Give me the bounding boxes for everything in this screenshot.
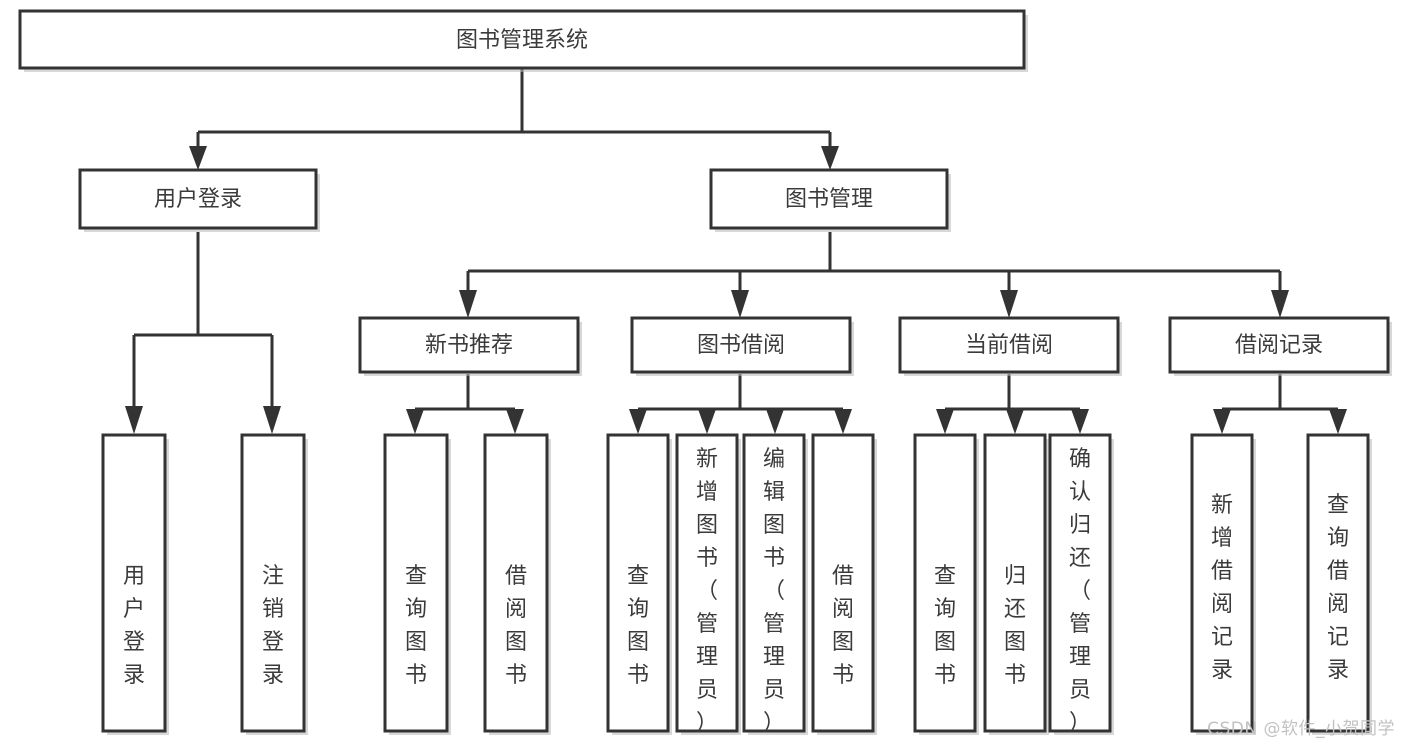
leaf-edit-book-admin-box: [742, 433, 806, 733]
arrow-leaf-confirm-return-admin: [1071, 409, 1089, 434]
node-book-borrow-box: [630, 316, 852, 374]
arrow-leaf-user-login: [125, 406, 143, 434]
leaf-add-book-admin[interactable]: 新增图书（管理员）: [675, 433, 741, 736]
leaf-add-borrow-record-box: [1190, 433, 1254, 733]
leaf-add-borrow-record-label: 新增借阅记录: [1211, 493, 1233, 683]
leaf-borrow-book-2-label: 借阅图书: [832, 564, 854, 688]
leaf-query-book-2-label: 查询图书: [627, 564, 649, 688]
arrow-leaf-logout-login: [263, 406, 281, 434]
leaf-return-book-label: 归还图书: [1004, 564, 1026, 688]
leaf-query-book-1-label: 查询图书: [405, 564, 427, 688]
leaf-add-borrow-record[interactable]: 新增借阅记录: [1190, 433, 1256, 735]
leaf-query-book-2-box: [606, 433, 670, 733]
leaf-user-login[interactable]: 用户登录: [101, 433, 169, 735]
leaf-logout-login-label: 注销登录: [262, 564, 284, 688]
leaf-borrow-book-1[interactable]: 借阅图书: [483, 433, 551, 735]
leaf-query-borrow-record[interactable]: 查询借阅记录: [1306, 433, 1372, 735]
leaf-confirm-return-admin-box: [1048, 433, 1112, 733]
node-book-management[interactable]: 图书管理: [709, 168, 951, 232]
node-new-book-recommend[interactable]: 新书推荐: [358, 316, 582, 376]
arrow-borrow-record: [1271, 290, 1289, 318]
arrow-leaf-add-book-admin: [698, 409, 716, 434]
node-borrow-record-label: 借阅记录: [1235, 333, 1323, 358]
node-user-login[interactable]: 用户登录: [78, 168, 320, 232]
node-current-borrow-box: [898, 316, 1120, 374]
node-book-borrow[interactable]: 图书借阅: [630, 316, 854, 376]
connector-group: [125, 68, 1347, 434]
leaf-borrow-book-2-box: [811, 433, 875, 733]
leaf-query-book-2[interactable]: 查询图书: [606, 433, 672, 735]
node-book-borrow-label: 图书借阅: [697, 333, 785, 358]
leaf-query-book-3[interactable]: 查询图书: [913, 433, 979, 735]
leaf-edit-book-admin-label: 编辑图书（管理员）: [763, 447, 785, 736]
node-book-management-label: 图书管理: [785, 187, 873, 212]
leaf-query-book-1[interactable]: 查询图书: [383, 433, 451, 735]
leaf-query-book-3-box: [913, 433, 977, 733]
leaf-edit-book-admin[interactable]: 编辑图书（管理员）: [742, 433, 808, 736]
node-root-label: 图书管理系统: [456, 28, 588, 53]
leaf-query-borrow-record-box: [1306, 433, 1370, 733]
arrow-leaf-borrow-book-1: [506, 409, 524, 434]
node-borrow-record-box: [1168, 316, 1390, 374]
node-root-box: [18, 9, 1026, 70]
arrow-current-borrow: [1000, 290, 1018, 318]
leaf-user-login-box: [101, 433, 167, 733]
node-current-borrow-label: 当前借阅: [965, 333, 1053, 358]
arrow-leaf-query-book-1: [406, 409, 424, 434]
leaf-logout-login[interactable]: 注销登录: [240, 433, 308, 735]
node-user-login-label: 用户登录: [154, 187, 242, 212]
arrow-new-book-recommend: [459, 290, 477, 318]
node-new-book-recommend-label: 新书推荐: [425, 333, 513, 358]
node-root[interactable]: 图书管理系统: [18, 9, 1028, 72]
leaf-borrow-book-2[interactable]: 借阅图书: [811, 433, 877, 735]
arrow-leaf-query-borrow-record: [1329, 409, 1347, 434]
arrow-leaf-return-book: [1006, 409, 1024, 434]
arrow-leaf-borrow-book-2: [834, 409, 852, 434]
arrow-leaf-edit-book-admin: [766, 409, 784, 434]
node-borrow-record[interactable]: 借阅记录: [1168, 316, 1392, 376]
arrow-book-borrow: [731, 290, 749, 318]
leaf-query-book-3-label: 查询图书: [934, 564, 956, 688]
node-book-management-box: [709, 168, 949, 230]
leaf-add-book-admin-box: [675, 433, 739, 733]
leaf-query-borrow-record-label: 查询借阅记录: [1327, 493, 1349, 683]
leaf-confirm-return-admin-label: 确认归还（管理员）: [1069, 447, 1091, 736]
node-current-borrow[interactable]: 当前借阅: [898, 316, 1122, 376]
leaf-return-book-box: [983, 433, 1047, 733]
arrow-to-book-management: [821, 146, 839, 170]
node-user-login-box: [78, 168, 318, 230]
arrow-leaf-query-book-3: [936, 409, 954, 434]
leaf-borrow-book-1-box: [483, 433, 549, 733]
leaf-logout-login-box: [240, 433, 306, 733]
leaf-user-login-label: 用户登录: [123, 564, 145, 688]
arrow-leaf-query-book-2: [629, 409, 647, 434]
leaf-borrow-book-1-label: 借阅图书: [505, 564, 527, 688]
leaf-return-book[interactable]: 归还图书: [983, 433, 1049, 735]
arrow-leaf-add-borrow-record: [1213, 409, 1231, 434]
leaf-add-book-admin-label: 新增图书（管理员）: [696, 447, 718, 736]
arrow-to-user-login: [189, 146, 207, 170]
leaf-query-book-1-box: [383, 433, 449, 733]
node-new-book-recommend-box: [358, 316, 580, 374]
leaf-confirm-return-admin[interactable]: 确认归还（管理员）: [1048, 433, 1114, 736]
